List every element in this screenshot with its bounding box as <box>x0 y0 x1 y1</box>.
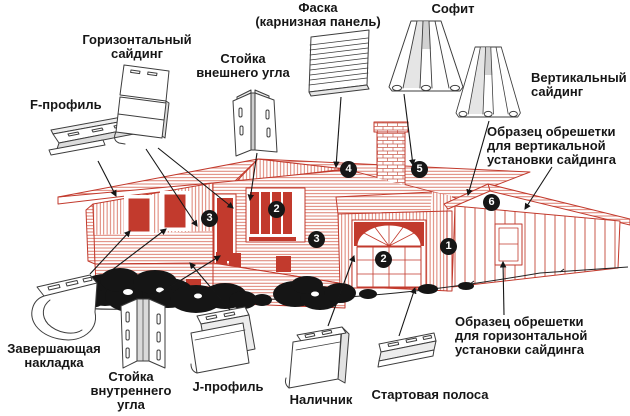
marker-3-wall: 3 <box>308 231 325 248</box>
entry-door <box>217 198 233 261</box>
label-casing: Наличник <box>289 392 353 407</box>
left-window-1 <box>127 197 151 233</box>
gable-wall-lathing <box>451 205 621 288</box>
label-horizontal-siding: Горизонтальный сайдинг <box>82 32 192 61</box>
marker-2-window: 2 <box>268 201 285 218</box>
label-inner-corner-post: Стойка внутреннего угла <box>90 369 172 412</box>
casing-part <box>284 326 350 389</box>
label-finishing-trim: Завершающая накладка <box>7 341 101 370</box>
label-lathing-vertical: Образец обрешетки для вертикальной устан… <box>487 124 616 167</box>
left-window-2 <box>163 193 187 229</box>
component-parts <box>31 20 521 389</box>
vertical-siding-panel-part <box>455 46 521 118</box>
finishing-trim-part <box>31 274 98 341</box>
marker-4: 4 <box>340 161 357 178</box>
gable-window-frame <box>494 223 523 266</box>
j-profile-part <box>190 306 256 374</box>
fascia-panel-part <box>308 29 370 97</box>
label-starting-strip: Стартовая полоса <box>371 387 489 402</box>
marker-1: 1 <box>440 238 457 255</box>
soffit-panel-part <box>388 20 464 92</box>
marker-5: 5 <box>411 161 428 178</box>
cellar-door-1 <box>216 252 227 272</box>
inner-corner-post-part <box>120 298 166 369</box>
label-outer-corner-post: Стойка внешнего угла <box>196 51 290 80</box>
marker-6: 6 <box>483 194 500 211</box>
outer-corner-post-part <box>232 89 278 157</box>
label-vertical-siding: Вертикальный сайдинг <box>531 70 627 99</box>
marker-3-door: 3 <box>201 210 218 227</box>
label-fascia: Фаска (карнизная панель) <box>255 0 381 29</box>
horizontal-siding-part <box>114 64 170 145</box>
house-illustration <box>57 121 630 309</box>
label-j-profile: J-профиль <box>192 379 264 394</box>
cellar-window <box>276 256 291 272</box>
label-f-profile: F-профиль <box>30 97 102 112</box>
marker-2-garage: 2 <box>375 251 392 268</box>
label-soffit: Софит <box>431 1 475 16</box>
chimney-cap <box>373 121 409 133</box>
label-lathing-horizontal: Образец обрешетки для горизонтальной уст… <box>455 314 588 357</box>
left-wall-lower <box>93 231 213 264</box>
starting-strip-part <box>377 332 437 368</box>
callout-arrows <box>89 93 553 337</box>
right-roof-slope-left <box>443 183 491 210</box>
